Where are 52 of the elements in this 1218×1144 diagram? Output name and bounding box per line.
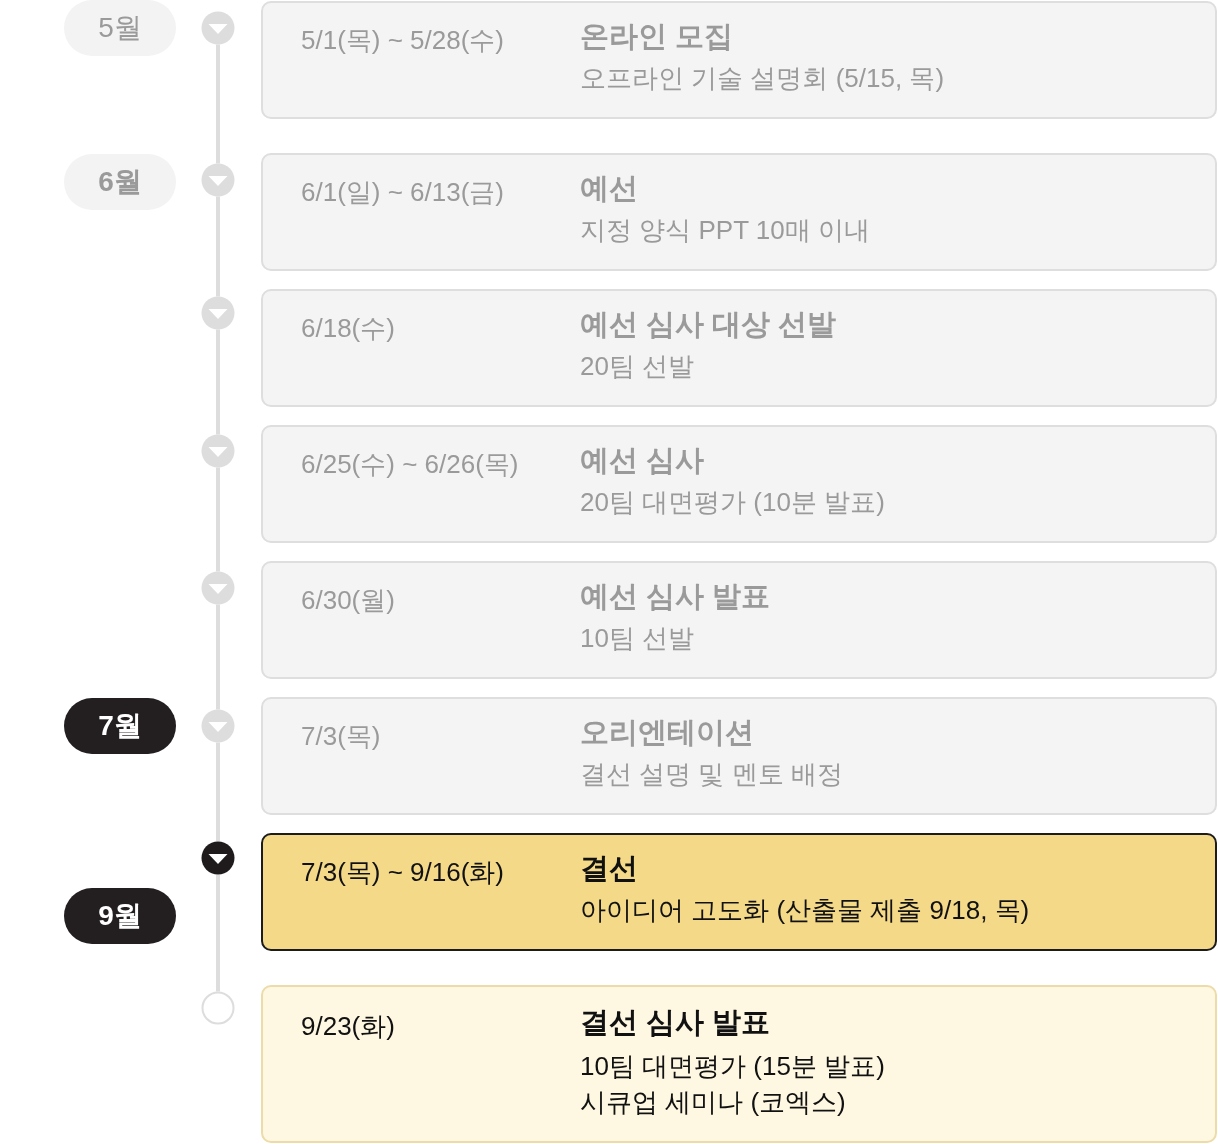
timeline-line — [216, 44, 220, 164]
timeline-line — [216, 742, 220, 842]
month-badge: 6월 — [64, 154, 176, 210]
date-text: 7/3(목) ~ 9/16(화) — [301, 856, 504, 889]
card-description: 시큐업 세미나 (코엑스) — [580, 1086, 846, 1119]
caret-circle-icon — [201, 841, 235, 875]
timeline-line — [216, 604, 220, 710]
card-description: 아이디어 고도화 (산출물 제출 9/18, 목) — [580, 894, 1030, 927]
card-description: 지정 양식 PPT 10매 이내 — [580, 214, 870, 247]
date-text: 6/25(수) ~ 6/26(목) — [301, 448, 519, 481]
timeline-line — [216, 467, 220, 572]
card-title: 예선 심사 발표 — [580, 579, 771, 614]
schedule-card — [261, 289, 1217, 407]
schedule-card — [261, 697, 1217, 815]
card-title: 예선 — [580, 171, 638, 206]
date-text: 7/3(목) — [301, 720, 381, 753]
card-title: 결선 심사 발표 — [580, 1005, 771, 1040]
schedule-card — [261, 1, 1217, 119]
month-badge: 5월 — [64, 0, 176, 56]
card-description: 20팀 대면평가 (10분 발표) — [580, 486, 885, 519]
caret-circle-icon — [201, 709, 235, 743]
schedule-card — [261, 833, 1217, 951]
caret-circle-icon — [201, 571, 235, 605]
card-title: 오리엔테이션 — [580, 715, 754, 750]
date-text: 5/1(목) ~ 5/28(수) — [301, 24, 504, 57]
card-description: 10팀 대면평가 (15분 발표) — [580, 1050, 885, 1083]
caret-circle-icon — [201, 11, 235, 45]
timeline-line — [216, 196, 220, 297]
date-text: 6/1(일) ~ 6/13(금) — [301, 176, 504, 209]
date-text: 9/23(화) — [301, 1010, 395, 1043]
schedule-card — [261, 425, 1217, 543]
month-badge: 7월 — [64, 698, 176, 754]
card-description: 10팀 선발 — [580, 622, 695, 655]
card-title: 결선 — [580, 851, 638, 886]
timeline-line — [216, 874, 220, 992]
schedule-card — [261, 985, 1217, 1143]
card-title: 온라인 모집 — [580, 19, 734, 54]
schedule-card — [261, 153, 1217, 271]
schedule-card — [261, 561, 1217, 679]
card-description: 결선 설명 및 멘토 배정 — [580, 758, 843, 791]
ring-icon — [201, 991, 235, 1025]
card-description: 20팀 선발 — [580, 350, 695, 383]
caret-circle-icon — [201, 163, 235, 197]
card-title: 예선 심사 대상 선발 — [580, 307, 837, 342]
card-description: 오프라인 기술 설명회 (5/15, 목) — [580, 62, 945, 95]
card-title: 예선 심사 — [580, 443, 705, 478]
caret-circle-icon — [201, 434, 235, 468]
date-text: 6/18(수) — [301, 312, 395, 345]
timeline-line — [216, 329, 220, 435]
date-text: 6/30(월) — [301, 584, 395, 617]
caret-circle-icon — [201, 296, 235, 330]
month-badge: 9월 — [64, 888, 176, 944]
